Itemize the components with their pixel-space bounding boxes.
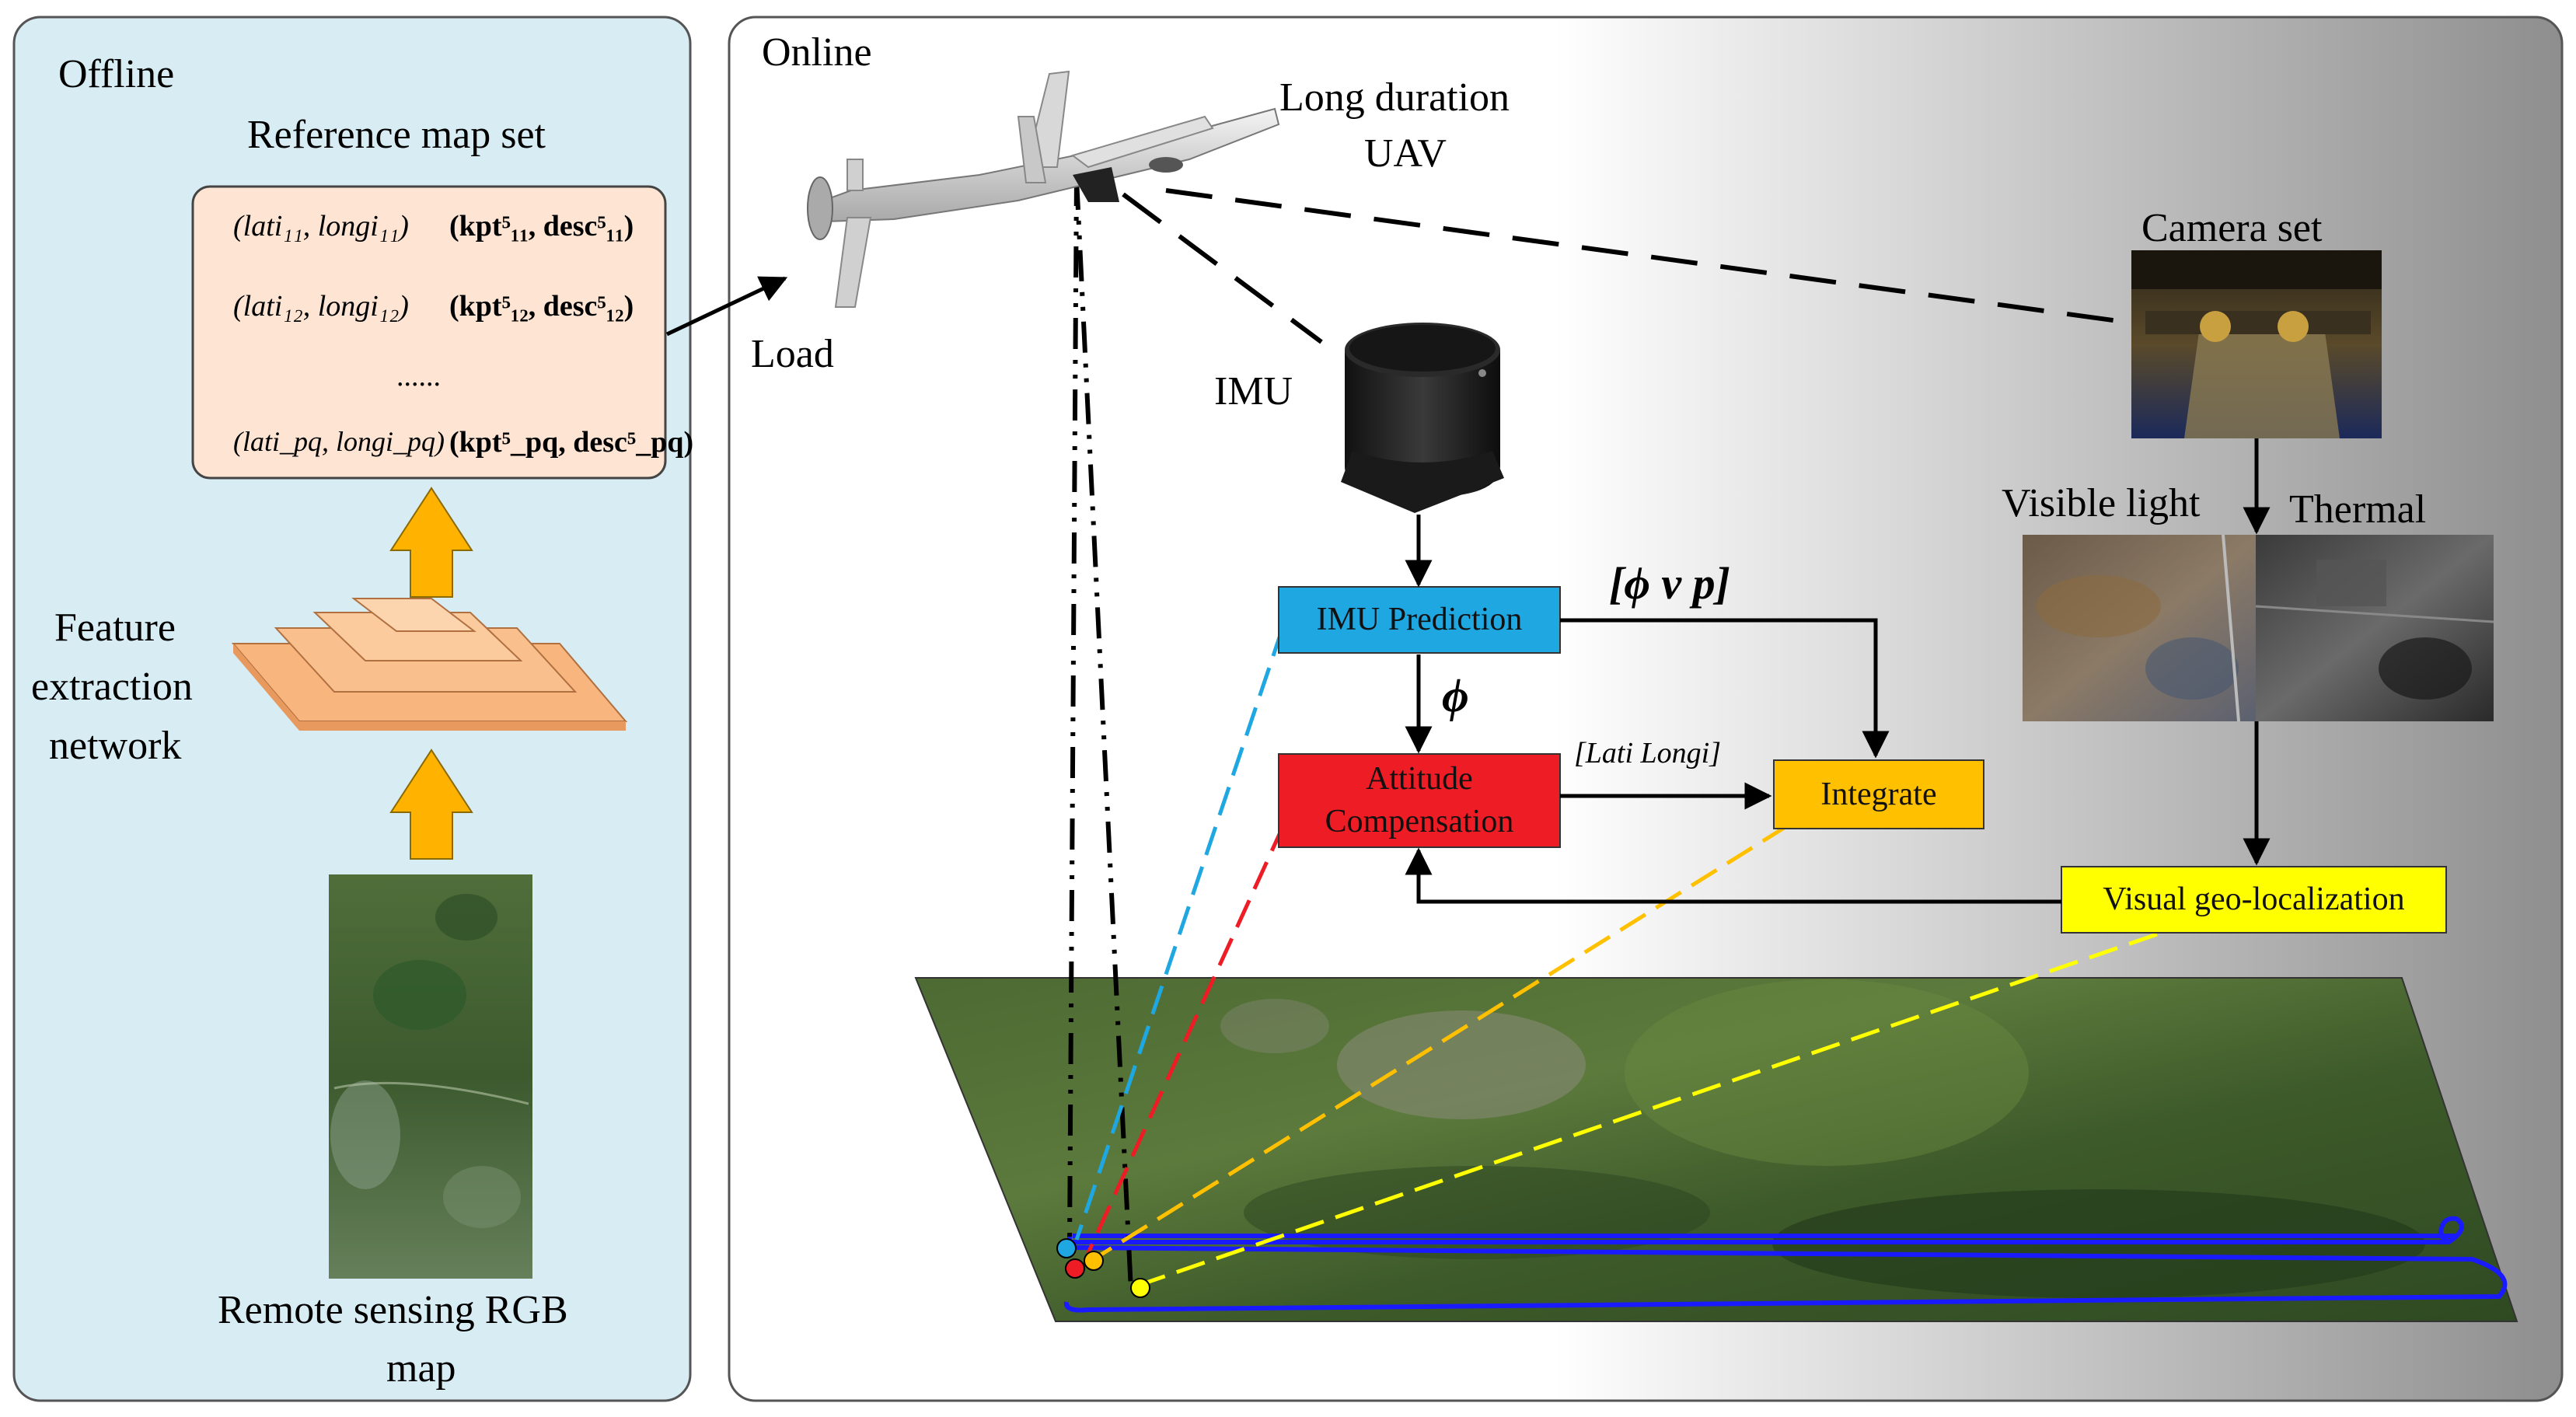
remote-label-2: map [386, 1346, 456, 1391]
attitude-label-1: Attitude [1366, 761, 1473, 797]
uav-links [1122, 188, 2131, 344]
ref-entry-coord-2: (lati₁₂, longi₁₂) [233, 290, 409, 323]
uav-ground-lines [1067, 174, 1133, 1291]
imu-link-line [1074, 627, 1285, 1241]
camera-set-label: Camera set [2141, 206, 2323, 250]
geo-link-line [1146, 932, 2158, 1285]
point-att [1065, 1258, 1085, 1279]
point-imu [1056, 1238, 1077, 1258]
point-geo [1130, 1278, 1150, 1298]
reference-map-title: Reference map set [247, 113, 546, 157]
visible-light-image [2023, 534, 2262, 722]
imu-prediction-label: IMU Prediction [1316, 602, 1523, 638]
ref-entry-ellipsis: ...... [396, 360, 441, 393]
lati-longi-label: [Lati Longi] [1574, 737, 1722, 770]
att-link-line [1086, 822, 1286, 1255]
uav-label-2: UAV [1364, 131, 1447, 176]
remote-label-1: Remote sensing RGB [218, 1288, 568, 1332]
ref-entry-coord-3: (lati_pq, longi_pq) [233, 426, 445, 457]
camera-set-image [2131, 250, 2382, 438]
integrate-link-line [1098, 823, 1789, 1258]
point-integrate [1084, 1251, 1104, 1271]
offline-title: Offline [58, 52, 175, 96]
uav-icon [807, 70, 1280, 308]
ref-entry-feat-1: (kpt⁵₁₁, desc⁵₁₁) [449, 210, 634, 243]
ref-entry-feat-2: (kpt⁵₁₂, desc⁵₁₂) [449, 290, 634, 323]
ref-entry-coord-1: (lati₁₁, longi₁₁) [233, 210, 409, 243]
load-label: Load [751, 332, 834, 376]
phi-label: ϕ [1442, 670, 1469, 721]
flow-arrows [665, 276, 2271, 904]
feature-network-icon [231, 598, 628, 731]
reference-map-box [191, 185, 667, 480]
uav-label-1: Long duration [1279, 75, 1510, 120]
integrate-label: Integrate [1820, 776, 1937, 812]
feature-label-3: network [49, 724, 182, 768]
visual-geo-box [2061, 866, 2447, 934]
feature-label-2: extraction [31, 665, 193, 709]
visible-light-label: Visible light [2002, 481, 2201, 525]
online-title: Online [762, 30, 872, 75]
feature-label-1: Feature [54, 606, 176, 650]
terrain-map [914, 977, 2518, 1322]
integrate-box [1773, 759, 1984, 829]
attitude-compensation-box [1278, 753, 1561, 848]
attitude-label-2: Compensation [1325, 804, 1514, 840]
imu-label: IMU [1214, 369, 1293, 414]
thermal-label: Thermal [2289, 487, 2427, 532]
phi-v-p-label: [ϕ v p] [1609, 558, 1730, 609]
visual-geo-label: Visual geo-localization [2103, 881, 2405, 918]
arrow-up-icon [389, 487, 473, 860]
ref-entry-feat-3: (kpt⁵_pq, desc⁵_pq) [449, 426, 694, 459]
thermal-image [2255, 535, 2494, 721]
imu-device-icon [1335, 303, 1508, 513]
remote-sensing-map [329, 874, 532, 1279]
